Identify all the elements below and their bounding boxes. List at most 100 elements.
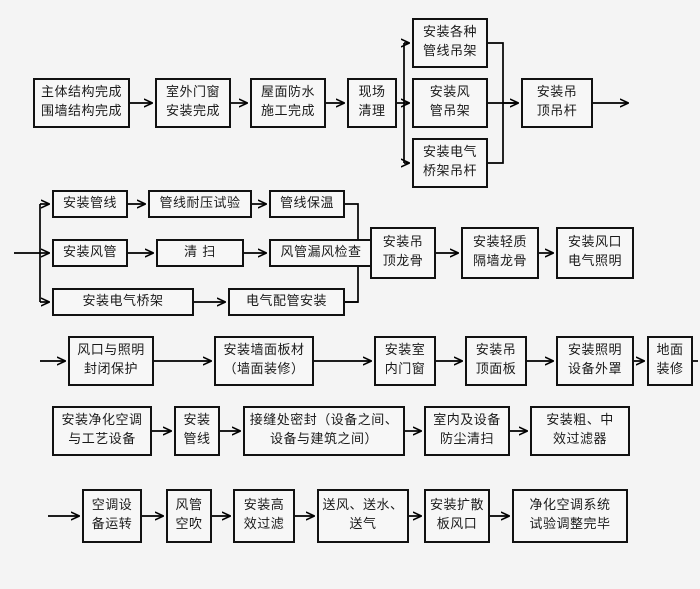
flow-node-n29: 室内及设备防尘清扫: [424, 406, 510, 456]
flow-node-label: 安装风: [429, 85, 471, 101]
flow-node-n6: 安装风管吊架: [412, 78, 488, 128]
wire-merge-vertical: [488, 42, 504, 164]
flow-node-n5: 安装各种管线吊架: [412, 18, 488, 68]
flow-node-label: 空吹: [175, 517, 203, 532]
flow-node-n24: 安装照明设备外罩: [556, 336, 634, 386]
flow-node-label: 隔墙龙骨: [472, 254, 527, 269]
flow-node-n26: 安装净化空调与工艺设备: [52, 406, 152, 456]
flow-node-label: 备运转: [91, 517, 133, 532]
flow-node-n4: 现场清理: [347, 78, 397, 128]
flow-node-n33: 安装高效过滤: [233, 489, 295, 543]
flow-node-label: 地面: [656, 343, 684, 359]
flow-node-label: 室外门窗: [165, 85, 220, 101]
flow-node-n23: 安装吊顶面板: [465, 336, 527, 386]
flow-node-n8: 安装吊顶吊杆: [521, 78, 593, 128]
flow-node-label: 安装吊: [536, 85, 578, 101]
flow-node-label: 试验调整完毕: [529, 517, 611, 532]
flow-node-n14: 风管漏风检查: [269, 239, 373, 267]
flow-node-label: 桥架吊杆: [422, 164, 477, 179]
flow-node-n7: 安装电气桥架吊杆: [412, 138, 488, 188]
flow-node-n36: 净化空调系统试验调整完毕: [512, 489, 628, 543]
flow-node-n32: 风管空吹: [166, 489, 212, 543]
flow-node-label: 顶龙骨: [382, 254, 424, 269]
flow-node-label: 接缝处密封（设备之间、: [249, 413, 399, 429]
flow-node-n31: 空调设备运转: [82, 489, 142, 543]
flow-node-label: 安装各种: [422, 25, 477, 41]
flow-node-label: 安装电气桥架: [82, 293, 164, 309]
flow-node-label: 板风口: [436, 517, 478, 532]
flow-node-n10: 管线耐压试验: [148, 190, 252, 218]
flow-node-n1: 主体结构完成围墙结构完成: [33, 78, 130, 128]
flow-node-label: 管线保温: [279, 195, 334, 211]
flow-node-n20: 风口与照明封闭保护: [68, 336, 154, 386]
flow-node-label: 电气配管安装: [245, 293, 327, 309]
flow-node-label: 风管: [175, 498, 203, 514]
flow-node-label: 主体结构完成: [40, 85, 122, 101]
flow-node-label: 管线: [183, 432, 211, 447]
flow-node-label: 送气: [349, 517, 377, 532]
flow-node-n19: 安装风口电气照明: [556, 227, 634, 279]
flow-node-label: 围墙结构完成: [40, 104, 122, 119]
flow-node-label: 设备外罩: [567, 362, 622, 377]
flow-node-label: 空调设: [91, 498, 133, 514]
flow-node-n2: 室外门窗安装完成: [155, 78, 231, 128]
flow-node-label: 现场: [358, 85, 386, 101]
flow-node-n15: 安装电气桥架: [52, 288, 194, 316]
flow-node-label: 内门窗: [384, 362, 426, 377]
flow-node-label: 安装吊: [475, 343, 517, 359]
flow-node-label: 安装室: [384, 343, 426, 359]
flow-node-label: 安装电气: [422, 145, 477, 161]
flow-node-label: 风口与照明: [77, 343, 145, 359]
flow-node-label: 清 扫: [184, 244, 216, 260]
flow-node-n21: 安装墙面板材 （墙面装修）: [214, 336, 314, 386]
flow-node-label: 管线耐压试验: [159, 195, 241, 211]
flow-node-n9: 安装管线: [52, 190, 128, 218]
flow-node-n22: 安装室内门窗: [374, 336, 436, 386]
flow-node-label: 防尘清扫: [439, 432, 494, 447]
flow-node-label: 管吊架: [429, 104, 471, 119]
flow-node-label: 安装: [183, 413, 211, 429]
flow-node-label: 清理: [358, 104, 386, 119]
flow-node-label: 效过滤器: [552, 432, 607, 447]
flow-node-label: 风管漏风检查: [280, 244, 362, 260]
flow-node-n35: 安装扩散板风口: [424, 489, 490, 543]
flow-node-label: 安装吊: [382, 235, 424, 251]
flow-node-label: 安装净化空调: [61, 413, 143, 429]
flow-node-n3: 屋面防水施工完成: [250, 78, 326, 128]
flow-node-label: 管线吊架: [422, 44, 477, 59]
flow-node-label: 安装照明: [567, 343, 622, 359]
flow-node-label: 安装粗、中: [546, 413, 614, 429]
flow-node-n16: 电气配管安装: [228, 288, 345, 316]
flow-node-n13: 清 扫: [156, 239, 244, 267]
flow-node-n30: 安装粗、中效过滤器: [530, 406, 630, 456]
flow-node-label: 安装风口: [567, 235, 622, 251]
flow-node-label: （墙面装修）: [223, 362, 305, 377]
flow-node-label: 送风、送水、: [322, 498, 404, 514]
flow-node-n11: 管线保温: [269, 190, 345, 218]
flow-node-label: 电气照明: [567, 254, 622, 269]
flow-node-n12: 安装风管: [52, 239, 128, 267]
flow-node-label: 安装完成: [165, 104, 220, 119]
flow-node-n28: 接缝处密封（设备之间、设备与建筑之间）: [243, 406, 405, 456]
flow-node-label: 装修: [656, 362, 684, 377]
flow-node-label: 安装扩散: [429, 498, 484, 514]
flow-node-label: 安装风管: [62, 244, 117, 260]
flow-node-label: 室内及设备: [433, 413, 501, 429]
flow-node-label: 安装管线: [62, 195, 117, 211]
flow-node-label: 顶面板: [475, 362, 517, 377]
flow-node-label: 安装墙面板材: [223, 343, 305, 359]
flow-node-n25: 地面装修: [647, 336, 693, 386]
flow-node-label: 顶吊杆: [536, 104, 578, 119]
flow-node-label: 封闭保护: [83, 362, 138, 377]
flow-node-label: 效过滤: [243, 517, 285, 532]
flow-node-label: 净化空调系统: [529, 498, 611, 514]
flow-node-n18: 安装轻质隔墙龙骨: [461, 227, 539, 279]
flow-node-label: 屋面防水: [260, 85, 315, 101]
flow-node-label: 施工完成: [260, 104, 315, 119]
flow-node-n34: 送风、送水、送气: [317, 489, 409, 543]
flow-node-label: 设备与建筑之间）: [269, 432, 378, 447]
flow-node-n17: 安装吊顶龙骨: [370, 227, 436, 279]
flow-node-n27: 安装管线: [174, 406, 220, 456]
flow-node-label: 安装轻质: [472, 235, 527, 251]
